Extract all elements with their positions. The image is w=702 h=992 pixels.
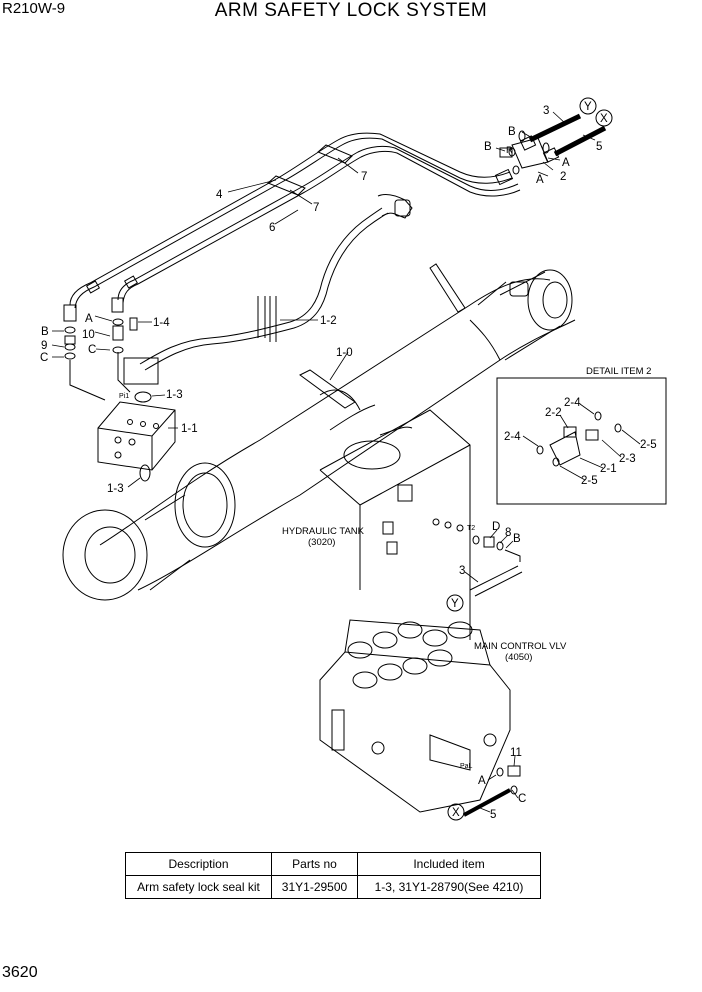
label-B-left: B [41, 326, 49, 338]
cell-description: Arm safety lock seal kit [125, 875, 272, 899]
label-A-left: A [85, 313, 93, 325]
parts-table: Description Parts no Included item Arm s… [125, 852, 541, 899]
label-5-bottom: 5 [490, 809, 496, 821]
label-1-2: 1-2 [320, 315, 337, 327]
label-A-bottom: A [478, 775, 486, 787]
table-row: Arm safety lock seal kit 31Y1-29500 1-3,… [125, 875, 541, 899]
safety-block-1-1 [97, 391, 176, 482]
detail-title: DETAIL ITEM 2 [586, 366, 651, 377]
label-11: 11 [510, 747, 522, 759]
top-right-fittings [494, 97, 613, 186]
label-9: 9 [41, 340, 47, 352]
detail-label-2-1: 2-1 [600, 463, 617, 475]
hydraulic-tank [319, 409, 471, 640]
main-control-valve-ref: (4050) [505, 652, 532, 663]
label-6: 6 [269, 222, 275, 234]
label-C-bottom: C [518, 793, 526, 805]
callout-labels: 3 Y X B R B A 5 A 2 7 7 4 6 1-2 1-0 A 1-… [40, 101, 657, 821]
detail-label-2-3: 2-3 [619, 453, 636, 465]
label-4: 4 [216, 189, 223, 201]
label-C-left: C [40, 352, 48, 364]
label-1-3-a: 1-3 [166, 389, 183, 401]
label-3-top: 3 [543, 105, 549, 117]
label-Pi1: Pi1 [119, 393, 129, 400]
detail-label-2-2: 2-2 [545, 407, 562, 419]
header-included-item: Included item [357, 852, 541, 876]
main-control-valve-label: MAIN CONTROL VLV [474, 641, 567, 652]
detail-label-2-4b: 2-4 [504, 431, 521, 443]
detail-label-2-5a: 2-5 [640, 439, 657, 451]
label-1-0: 1-0 [336, 347, 353, 359]
label-Y-mid: Y [451, 598, 459, 610]
label-T2: T2 [467, 525, 475, 532]
page-number: 3620 [2, 964, 38, 981]
hydraulic-tank-ref: (3020) [308, 537, 335, 548]
label-Y-top: Y [584, 101, 592, 113]
detail-label-2-4a: 2-4 [564, 397, 581, 409]
cell-parts-no: 31Y1-29500 [271, 875, 358, 899]
pipe-4-and-6 [63, 132, 521, 322]
label-A-2: A [536, 174, 544, 186]
detail-item-2 [496, 377, 667, 505]
hydraulic-tank-label: HYDRAULIC TANK [282, 526, 365, 537]
arm-cylinder-1-0 [62, 263, 576, 601]
header-parts-no: Parts no [271, 852, 358, 876]
label-A-1: A [562, 157, 570, 169]
mid-fittings [446, 535, 523, 612]
label-7b: 7 [313, 202, 319, 214]
main-control-valve [319, 619, 511, 813]
label-10: 10 [82, 329, 95, 341]
label-2: 2 [560, 171, 566, 183]
leader-lines [51, 111, 641, 813]
label-B-mid: B [513, 533, 521, 545]
label-X-bottom: X [452, 807, 460, 819]
label-1-1: 1-1 [181, 423, 198, 435]
label-8: 8 [505, 527, 511, 539]
label-1-4: 1-4 [153, 317, 170, 329]
label-3-mid: 3 [459, 565, 465, 577]
page-title: ARM SAFETY LOCK SYSTEM [214, 0, 488, 21]
model-code: R210W-9 [2, 0, 66, 17]
label-D: D [492, 521, 500, 533]
label-X-top: X [600, 113, 608, 125]
label-5-top: 5 [596, 141, 602, 153]
label-R: R [506, 145, 513, 156]
header-description: Description [125, 852, 272, 876]
label-B-2: B [484, 141, 492, 153]
label-1-3-b: 1-3 [107, 483, 124, 495]
label-PaL: PaL [460, 763, 473, 770]
pipe-1-2 [123, 194, 413, 385]
label-7a: 7 [361, 171, 367, 183]
label-B-1: B [508, 126, 516, 138]
label-C-left-2: C [88, 344, 96, 356]
left-fittings [64, 317, 138, 401]
detail-label-2-5b: 2-5 [581, 475, 598, 487]
cell-included-item: 1-3, 31Y1-28790(See 4210) [357, 875, 541, 899]
table-header-row: Description Parts no Included item [125, 852, 541, 876]
